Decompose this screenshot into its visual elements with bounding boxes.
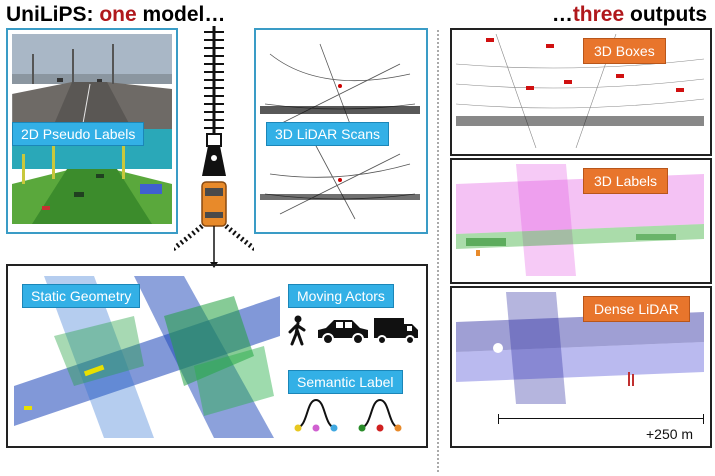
dot-magenta bbox=[312, 424, 320, 432]
boxes-tag: 3D Boxes bbox=[583, 38, 666, 64]
scale-bar bbox=[498, 414, 704, 424]
boxes-illustration bbox=[456, 34, 704, 148]
distribution-curves bbox=[294, 398, 402, 432]
output-dense-panel bbox=[450, 286, 712, 448]
dot-green bbox=[358, 424, 366, 432]
sensor-stack bbox=[174, 26, 254, 270]
model-panel bbox=[6, 264, 428, 448]
scale-label: +250 m bbox=[646, 426, 694, 442]
semantic-label-tag: Semantic Label bbox=[288, 370, 403, 394]
lidar-frame bbox=[254, 28, 428, 234]
dense-image bbox=[456, 292, 704, 404]
actors-icons bbox=[288, 315, 418, 346]
car-icon bbox=[318, 320, 368, 345]
lidar-scans-tag: 3D LiDAR Scans bbox=[266, 122, 390, 146]
pedestrian-icon bbox=[288, 315, 306, 346]
output-labels-panel bbox=[450, 158, 712, 284]
dot-yellow bbox=[294, 424, 302, 432]
title-right-rest: outputs bbox=[630, 3, 707, 26]
boxes-image bbox=[456, 34, 704, 148]
truck-icon bbox=[374, 318, 418, 345]
title-right-prefix: … bbox=[551, 3, 573, 26]
labels-tag: 3D Labels bbox=[583, 168, 669, 194]
distribution-row bbox=[288, 396, 420, 436]
dot-orange bbox=[394, 424, 402, 432]
static-geometry-tag: Static Geometry bbox=[22, 284, 141, 308]
pseudo-labels-tag: 2D Pseudo Labels bbox=[12, 122, 145, 146]
title-accent-three: three bbox=[572, 3, 625, 26]
title-accent-one: one bbox=[99, 3, 137, 26]
moving-actors-tag: Moving Actors bbox=[288, 284, 394, 308]
static-geometry-image bbox=[14, 276, 280, 438]
title-left: UniLiPS: one model… bbox=[6, 2, 225, 28]
title-brand: UniLiPS: bbox=[6, 3, 94, 26]
title-right: …three outputs bbox=[552, 2, 707, 28]
camera-illustration bbox=[12, 34, 172, 224]
title-rest: model… bbox=[142, 3, 226, 26]
dot-red bbox=[376, 424, 384, 432]
camera-frame bbox=[6, 28, 178, 234]
sensor-illustration bbox=[174, 26, 254, 268]
divider bbox=[437, 30, 439, 472]
actors-row bbox=[288, 314, 420, 346]
dot-blue bbox=[330, 424, 338, 432]
camera-image bbox=[12, 34, 172, 224]
dense-illustration bbox=[456, 292, 704, 404]
dense-tag: Dense LiDAR bbox=[583, 296, 690, 322]
output-boxes-panel bbox=[450, 28, 712, 156]
static-geometry-illustration bbox=[14, 276, 280, 438]
